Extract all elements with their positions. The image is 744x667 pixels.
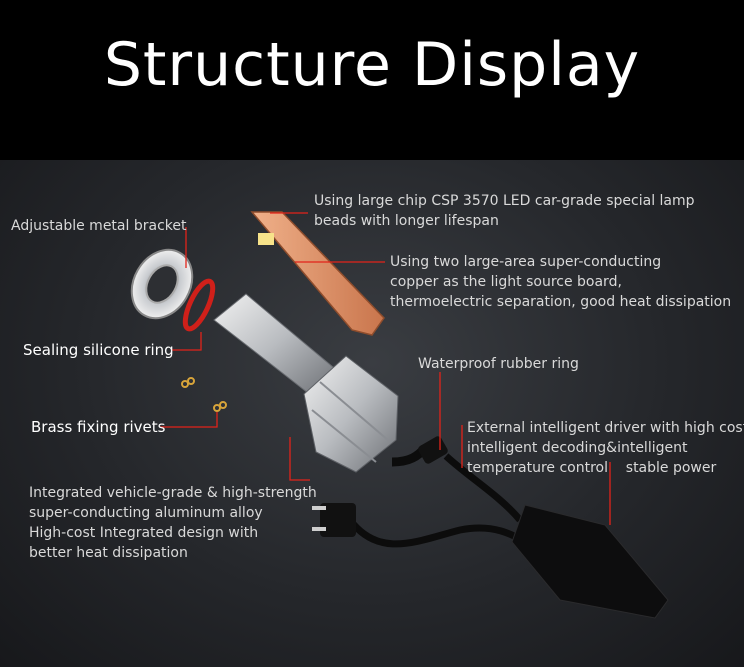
metal-bracket bbox=[130, 248, 194, 320]
chip-line-1: Using large chip CSP 3570 LED car-grade … bbox=[314, 193, 695, 209]
copper-board bbox=[250, 211, 385, 336]
aluminum-line-4: better heat dissipation bbox=[29, 545, 188, 561]
aluminum-line-2: super-conducting aluminum alloy bbox=[29, 505, 263, 521]
aluminum-bulb-body bbox=[213, 293, 399, 473]
leader-lines bbox=[160, 212, 611, 525]
header-banner: Structure Display bbox=[0, 0, 744, 160]
label-waterproof-ring: Waterproof rubber ring bbox=[418, 356, 579, 372]
copper-line-3: thermoelectric separation, good heat dis… bbox=[390, 294, 732, 310]
cable-and-driver bbox=[312, 436, 669, 619]
page-title: Structure Display bbox=[103, 30, 641, 100]
label-metal-bracket: Adjustable metal bracket bbox=[11, 218, 187, 234]
label-aluminum-alloy: Integrated vehicle-grade & high-strength… bbox=[29, 483, 317, 563]
chip-line-2: beads with longer lifespan bbox=[314, 213, 499, 229]
driver-line-3: temperature control stable power bbox=[467, 460, 717, 476]
label-copper-board: Using two large-area super-conducting co… bbox=[390, 252, 731, 312]
label-brass-rivets: Brass fixing rivets bbox=[31, 418, 166, 436]
silicone-ring bbox=[182, 278, 216, 332]
label-driver: External intelligent driver with high co… bbox=[467, 418, 744, 478]
aluminum-line-3: High-cost Integrated design with bbox=[29, 525, 259, 541]
label-sealing-ring: Sealing silicone ring bbox=[23, 341, 174, 359]
driver-line-2: intelligent decoding&intelligent bbox=[467, 440, 688, 456]
driver-line-1: External intelligent driver with high co… bbox=[467, 420, 744, 436]
label-led-chip: Using large chip CSP 3570 LED car-grade … bbox=[314, 191, 695, 231]
copper-line-1: Using two large-area super-conducting bbox=[390, 254, 662, 270]
aluminum-line-1: Integrated vehicle-grade & high-strength bbox=[29, 485, 317, 501]
brass-rivets bbox=[181, 377, 227, 412]
copper-line-2: copper as the light source board, bbox=[390, 274, 622, 290]
